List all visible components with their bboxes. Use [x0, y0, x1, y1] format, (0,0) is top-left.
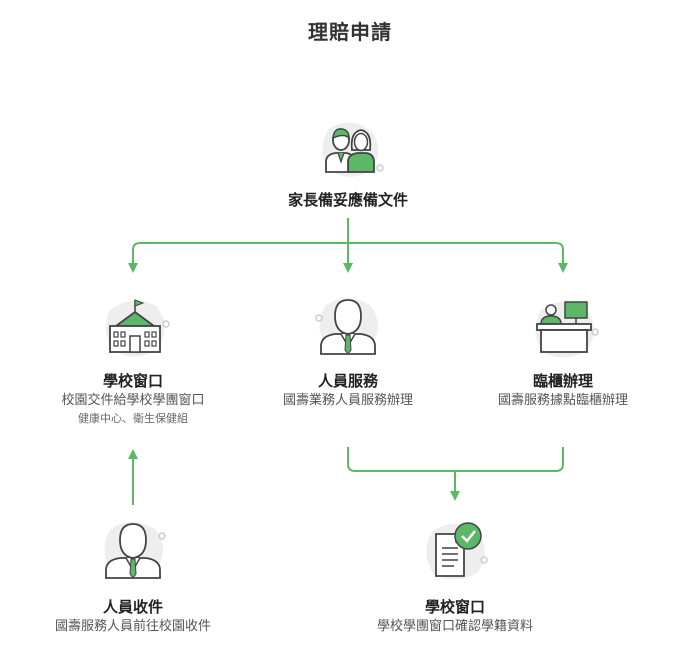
counter-title: 臨櫃辦理: [532, 372, 593, 390]
counter-desc: 國壽服務據點臨櫃辦理: [497, 393, 628, 408]
collector-icon: [96, 512, 170, 590]
school-icon: [98, 290, 172, 368]
school-sub: 健康中心、衛生保健組: [78, 412, 188, 425]
page-title: 理賠申請: [308, 20, 392, 44]
verify-desc: 學校學團窗口確認學籍資料: [376, 619, 533, 634]
staff-icon: [311, 288, 385, 366]
parents-title: 家長備妥應備文件: [287, 191, 408, 209]
verify-title: 學校窗口: [424, 598, 485, 616]
school-title: 學校窗口: [102, 372, 163, 390]
counter-icon: [527, 292, 601, 370]
staff-desc: 國壽業務人員服務辦理: [282, 393, 413, 408]
collect-desc: 國壽服務人員前往校園收件: [54, 619, 211, 634]
collect-title: 人員收件: [102, 598, 163, 616]
parents-icon: [314, 112, 386, 188]
staff-title: 人員服務: [317, 372, 378, 390]
connector-branch: [132, 242, 564, 268]
document-check-icon: [418, 514, 492, 592]
school-desc: 校園交件給學校學團窗口: [61, 393, 205, 408]
connector-merge: [347, 447, 564, 472]
